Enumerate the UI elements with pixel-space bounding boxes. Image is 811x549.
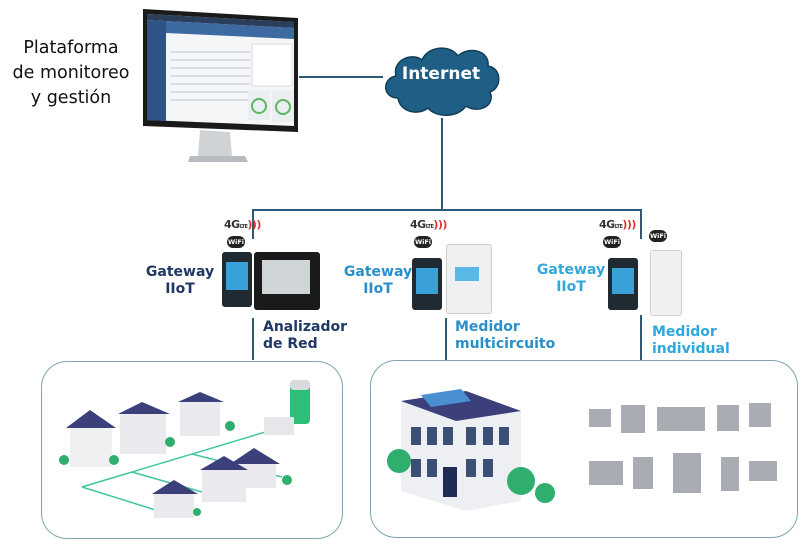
label-line: Analizador	[263, 319, 347, 335]
lte-badge-icon: 4GLTE)))	[224, 218, 261, 231]
gateway-device-icon	[222, 252, 252, 307]
gateway-label: Gateway IIoT	[142, 264, 218, 298]
label-line: Gateway	[145, 264, 215, 280]
office-building-icon	[401, 389, 521, 511]
house-icon	[178, 392, 224, 436]
monitor-icon	[140, 6, 300, 166]
internet-label: Internet	[401, 64, 481, 84]
connector-line	[252, 209, 254, 239]
gateway-label: Gateway IIoT	[340, 264, 416, 298]
single-meter-icon	[650, 250, 682, 316]
house-icon	[200, 456, 248, 502]
connector-line	[445, 318, 447, 360]
connector-line	[640, 209, 642, 239]
lte-badge-icon: 4GLTE)))	[599, 218, 636, 231]
platform-label-line: de monitoreo	[12, 63, 130, 83]
connector-line	[441, 118, 443, 210]
label-line: Medidor	[652, 324, 717, 340]
network-analyzer-icon	[254, 252, 320, 310]
device-label: Medidor multicircuito	[455, 319, 555, 353]
wifi-badge-icon: WiFi	[414, 236, 432, 248]
connector-line	[640, 315, 642, 360]
house-icon	[66, 410, 116, 467]
label-line: multicircuito	[455, 336, 556, 352]
label-line: de Red	[263, 336, 318, 352]
gateway-label: Gateway IIoT	[533, 262, 609, 296]
internet-cloud-icon	[378, 40, 504, 120]
connector-line	[252, 318, 254, 360]
industrial-equipment-icon	[589, 403, 777, 493]
device-label: Analizador de Red	[263, 319, 347, 353]
gateway-device-icon	[608, 258, 638, 310]
label-line: IIoT	[556, 279, 586, 295]
platform-label-line: y gestión	[30, 88, 112, 108]
wifi-badge-icon: WiFi	[227, 236, 245, 248]
multicircuit-meter-icon	[446, 244, 492, 314]
battery-icon	[290, 380, 310, 424]
gateway-device-icon	[412, 258, 442, 310]
label-line: individual	[652, 341, 730, 357]
label-line: Gateway	[536, 262, 606, 278]
label-line: Medidor	[455, 319, 520, 335]
lte-badge-icon: 4GLTE)))	[410, 218, 447, 231]
platform-label-line: Plataforma	[23, 38, 119, 58]
device-label: Medidor individual	[652, 324, 730, 358]
commercial-scene	[370, 360, 798, 538]
connector-line	[299, 76, 383, 78]
wifi-badge-icon: WiFi	[603, 236, 621, 248]
platform-label: Plataforma de monitoreo y gestión	[0, 36, 142, 111]
label-line: IIoT	[165, 281, 195, 297]
residential-scene	[41, 361, 343, 539]
label-line: IIoT	[363, 281, 393, 297]
wifi-badge-icon: WiFi	[649, 230, 667, 242]
connector-line	[252, 209, 642, 211]
house-icon	[152, 480, 198, 518]
label-line: Gateway	[343, 264, 413, 280]
house-icon	[118, 402, 170, 454]
